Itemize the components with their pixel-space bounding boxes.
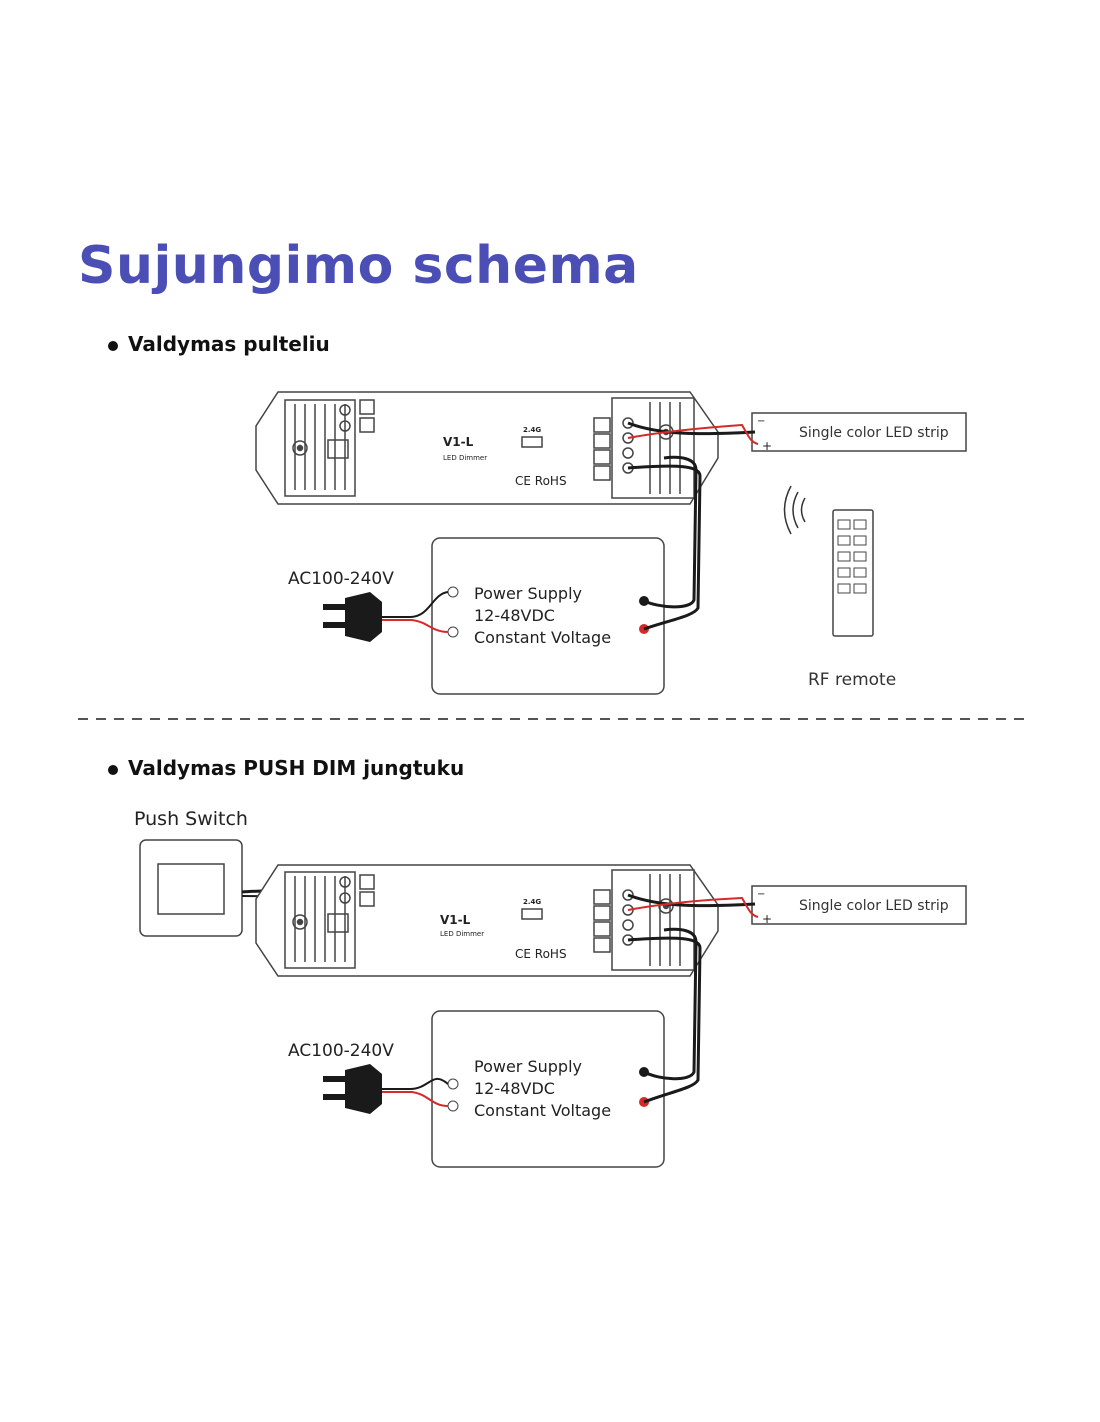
psu-line-3: Constant Voltage (474, 1101, 611, 1120)
led-strip-label: Single color LED strip (799, 425, 949, 441)
power-supply (431, 1010, 665, 1168)
dimmer-subtitle: LED Dimmer (443, 454, 487, 462)
plug-icon (323, 1064, 382, 1114)
psu-line-1: Power Supply (474, 584, 582, 603)
ac-label: AC100-240V (288, 1041, 394, 1061)
section-heading-label: Valdymas PUSH DIM jungtuku (128, 756, 465, 780)
wire-dc-negative (643, 927, 698, 1081)
led-strip-label: Single color LED strip (799, 898, 949, 914)
psu-line-1: Power Supply (474, 1057, 582, 1076)
dimmer-cert: CE RoHS (515, 947, 567, 961)
ac-label: AC100-240V (288, 569, 394, 589)
ac-wire-red (382, 1091, 449, 1107)
page-title: Sujungimo schema (78, 236, 639, 296)
wire-negative (627, 421, 756, 436)
svg-text:+: + (762, 912, 772, 926)
dimmer-model: V1-L (443, 435, 474, 449)
wire-dc-positive (627, 936, 702, 1104)
push-switch-label: Push Switch (134, 808, 248, 830)
wire-dc-positive (627, 464, 702, 631)
signal-icon (783, 485, 806, 535)
dimmer-model: V1-L (440, 913, 471, 927)
dimmer-subtitle: LED Dimmer (440, 930, 484, 938)
push-switch-icon (139, 839, 243, 937)
wire-dc-negative (643, 455, 698, 609)
section-heading-label: Valdymas pulteliu (128, 332, 330, 356)
wire-negative (627, 893, 756, 908)
psu-line-2: 12-48VDC (474, 1079, 555, 1098)
section-divider (78, 718, 1032, 720)
dimmer-unit (255, 864, 719, 977)
ac-wire-black (382, 1077, 449, 1090)
dimmer-freq: 2.4G (523, 426, 541, 434)
rf-remote-icon (832, 509, 874, 637)
led-strip: − + (751, 412, 967, 453)
dimmer-unit (255, 391, 719, 505)
ac-wire-red (382, 619, 449, 633)
section-heading-push: Valdymas PUSH DIM jungtuku (108, 756, 464, 780)
bullet-icon (108, 764, 118, 775)
psu-line-3: Constant Voltage (474, 628, 611, 647)
wiring-diagram-remote: V1-L LED Dimmer 2.4G CE RoHS − + Single … (255, 391, 967, 695)
section-heading-remote: Valdymas pulteliu (108, 332, 330, 356)
dimmer-freq: 2.4G (523, 898, 541, 906)
rf-remote-label: RF remote (808, 670, 896, 690)
psu-line-2: 12-48VDC (474, 606, 555, 625)
wire-positive (627, 423, 759, 445)
svg-text:−: − (757, 889, 765, 900)
bullet-icon (108, 340, 118, 351)
dimmer-cert: CE RoHS (515, 474, 567, 488)
ac-wire-black (382, 591, 449, 618)
wiring-diagram-push: Push Switch V1-L LED Dimmer 2.4G CE RoHS… (134, 808, 967, 1168)
wire-positive (627, 896, 759, 918)
svg-text:−: − (757, 416, 765, 427)
svg-text:+: + (762, 439, 772, 453)
plug-icon (323, 592, 382, 642)
